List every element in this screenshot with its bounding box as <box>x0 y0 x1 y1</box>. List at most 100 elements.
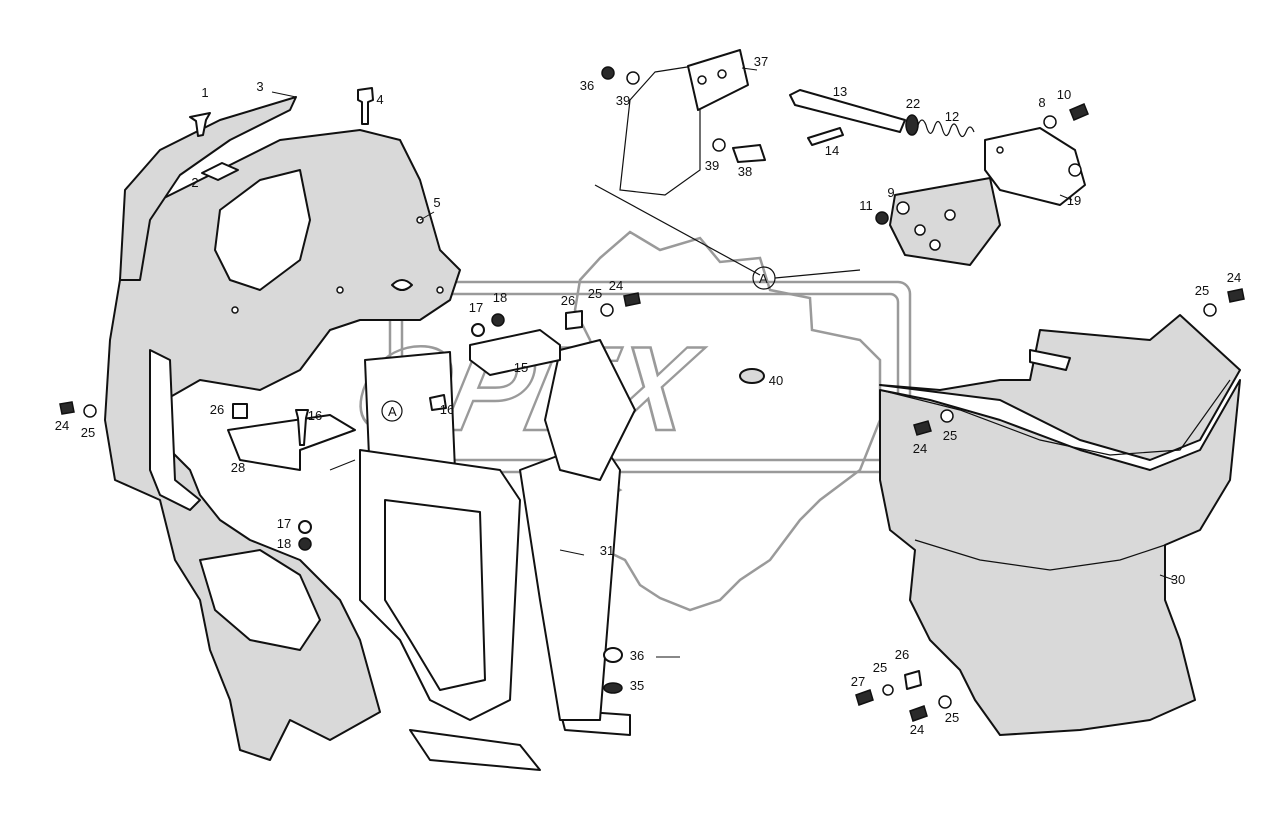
nut-11 <box>875 211 889 225</box>
pin-13 <box>789 89 906 133</box>
part-number-label: 8 <box>1038 95 1045 110</box>
screw-1 <box>189 112 211 137</box>
part-number-label: 2 <box>191 175 198 190</box>
part-number-label: 18 <box>277 536 291 551</box>
washer-22 <box>905 114 919 136</box>
bracket-28 <box>227 414 356 471</box>
part-number-label: 26 <box>210 402 224 417</box>
part-number-label: 16 <box>440 402 454 417</box>
cover-30-body <box>879 379 1241 736</box>
leader-callout-a-right <box>774 269 861 279</box>
trim-3 <box>119 96 297 281</box>
clip-26-center <box>565 310 583 330</box>
bolt-38 <box>732 144 766 163</box>
part-number-label: 25 <box>81 425 95 440</box>
part-number-label: 22 <box>906 96 920 111</box>
part-number-label: 24 <box>913 441 927 456</box>
part-number-label: 10 <box>1057 87 1071 102</box>
part-number-label: 35 <box>630 678 644 693</box>
part-number-label: 12 <box>945 109 959 124</box>
part-number-label: 26 <box>561 293 575 308</box>
part-number-label: 38 <box>738 164 752 179</box>
plate-hole <box>697 75 707 85</box>
washer-8 <box>1043 115 1057 129</box>
bolt-24-center <box>623 292 641 307</box>
part-number-label: 31 <box>600 543 614 558</box>
clip-26-left <box>232 403 248 419</box>
part-number-label: 25 <box>873 660 887 675</box>
pin-14 <box>807 127 844 146</box>
part-number-label: 25 <box>943 428 957 443</box>
panel-keyhole <box>391 279 413 291</box>
leader <box>419 211 435 221</box>
part-number-label: 14 <box>825 143 839 158</box>
part-number-label: 36 <box>580 78 594 93</box>
part-number-label: 3 <box>256 79 263 94</box>
part-number-label: 24 <box>1227 270 1241 285</box>
panel-lower-step <box>199 549 321 651</box>
part-number-label: 39 <box>705 158 719 173</box>
washer-35 <box>603 682 623 694</box>
frame-pedal-arm <box>544 339 636 481</box>
bracket-19 <box>984 127 1086 206</box>
washer-9 <box>896 201 910 215</box>
clip-2 <box>201 162 239 181</box>
leader <box>559 549 585 556</box>
nut-18-lower <box>298 537 312 551</box>
part-number-label: 28 <box>231 460 245 475</box>
part-number-label: 19 <box>1067 193 1081 208</box>
part-number-label: 30 <box>1171 572 1185 587</box>
panel-hole <box>231 306 239 314</box>
top-plate-assembly: A <box>594 49 861 290</box>
nut-18-upper <box>491 313 505 327</box>
part-number-label: 25 <box>945 710 959 725</box>
part-number-label: 37 <box>754 54 768 69</box>
bolt-24-right-mid <box>913 420 932 436</box>
washer-25-left <box>83 404 97 418</box>
part-number-label: 17 <box>469 300 483 315</box>
bracket-15 <box>469 329 561 376</box>
bolt-24-left <box>59 401 75 415</box>
part-number-label: 40 <box>769 373 783 388</box>
spring-12 <box>917 119 975 138</box>
washer-39-lower <box>712 138 726 152</box>
clip-26-right <box>904 670 922 690</box>
part-number-label: 27 <box>851 674 865 689</box>
panel-5-inner-rib <box>149 349 201 511</box>
block-pad <box>889 177 1001 266</box>
callout-a-top: A <box>759 271 768 286</box>
part-number-label: 25 <box>588 286 602 301</box>
part-number-label: 15 <box>514 360 528 375</box>
leader <box>1059 194 1073 201</box>
leader <box>741 67 758 71</box>
pin-spring-assembly <box>789 89 1089 266</box>
washer-25-right-top <box>1203 303 1217 317</box>
part-number-label: 39 <box>616 93 630 108</box>
nut-36-lower <box>603 647 623 663</box>
washer-25-center <box>600 303 614 317</box>
leader <box>329 459 356 471</box>
bracket-hole <box>996 146 1004 154</box>
bolt-27 <box>855 689 874 706</box>
part-number-label: 16 <box>308 408 322 423</box>
part-number-label: 4 <box>376 92 383 107</box>
washer-25-right-low-b <box>938 695 952 709</box>
bolt-24-right-top <box>1227 288 1245 303</box>
panel-5-outer <box>104 129 461 761</box>
part-number-label: 18 <box>493 290 507 305</box>
washer-25-right-low-a <box>882 684 894 696</box>
top-trim-strip <box>119 96 297 281</box>
part-number-label: 24 <box>55 418 69 433</box>
part-number-label: 1 <box>201 85 208 100</box>
part-number-label: 25 <box>1195 283 1209 298</box>
plug-40 <box>739 368 765 384</box>
leader-lines <box>271 67 1175 658</box>
cover-30-crease <box>914 539 1166 571</box>
callout-a-frame: A <box>388 404 397 419</box>
part-number-label: 24 <box>910 722 924 737</box>
bolt-16-left <box>295 409 309 446</box>
frame-leg-left <box>409 729 541 771</box>
part-number-label: 9 <box>887 185 894 200</box>
callout-a-frame-ring <box>381 400 403 422</box>
frame-side-rail <box>519 439 621 721</box>
